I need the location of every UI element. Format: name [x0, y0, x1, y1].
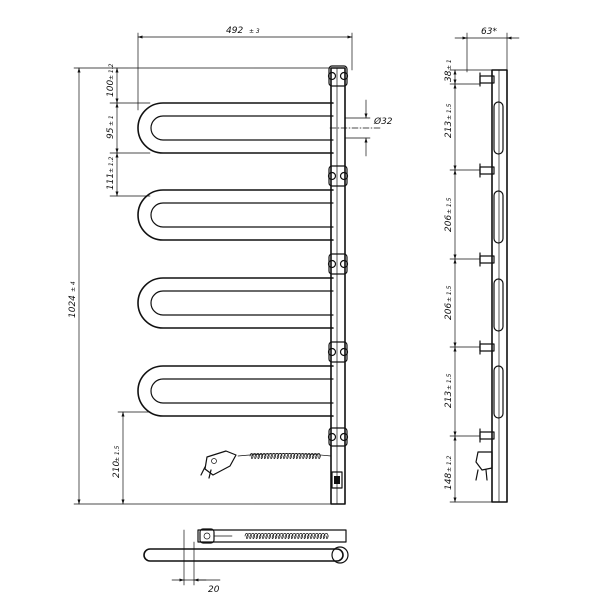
top-rail: [143, 548, 344, 562]
dim-213a-value: 213: [444, 121, 454, 138]
dim-206b-tol: ± 1.5: [446, 285, 453, 302]
dim-diameter-value: Ø32: [373, 116, 393, 127]
dim-100-tol: ± 1.2: [108, 63, 115, 80]
u-loop-4: [137, 365, 334, 417]
side-mount-2: [479, 163, 495, 178]
dim-width-492: 492 ± 3: [137, 26, 353, 111]
dim-offset-value: 20: [208, 585, 220, 595]
dim-height-tol: ± 4: [70, 281, 77, 292]
side-mount-3: [479, 252, 495, 267]
dim-206a-tol: ± 1.5: [446, 197, 453, 214]
dim-111-value: 111: [106, 173, 116, 190]
side-mount-4: [479, 340, 495, 355]
mounting-bracket-4: [327, 341, 349, 363]
side-slot-1: [493, 101, 504, 155]
u-loop-2: [137, 189, 334, 241]
dim-111-tol: ± 1.2: [108, 156, 115, 173]
dim-width-value: 492: [226, 26, 243, 36]
power-cord: [237, 453, 332, 459]
dim-210-value: 210: [112, 461, 122, 478]
side-body: [491, 69, 508, 503]
dim-width-tol: ± 3: [249, 28, 260, 35]
front-view: 492 ± 3 1024 ± 4 100 ± 1.2 95 ± 1 111 ± …: [68, 26, 393, 505]
dim-148-value: 148: [444, 473, 454, 490]
dim-height-value: 1024: [68, 295, 78, 318]
dim-148-tol: ± 1.2: [446, 455, 453, 472]
u-loop-1: [137, 102, 334, 154]
dim-95-tol: ± 1: [108, 115, 115, 126]
power-plug: [200, 450, 237, 479]
dim-depth-63: 63*: [454, 27, 520, 73]
dim-chain-side: 38 ± 1 213 ± 1.5 206 ± 1.5 206 ± 1.5 213…: [444, 59, 493, 503]
side-slot-2: [493, 190, 504, 244]
dim-chain-left: 100 ± 1.2 95 ± 1 111 ± 1.2: [106, 63, 151, 197]
u-loop-3: [137, 277, 334, 329]
top-endcap: [331, 546, 349, 564]
top-view: 20: [143, 528, 349, 595]
mounting-bracket-1: [327, 65, 349, 87]
dim-38-tol: ± 1: [446, 59, 453, 70]
side-slot-3: [493, 278, 504, 332]
dim-diameter: Ø32: [344, 99, 393, 157]
dim-95-value: 95: [106, 127, 116, 139]
dim-206a-value: 206: [444, 215, 454, 232]
dim-38-value: 38: [444, 70, 454, 82]
dim-206b-value: 206: [444, 303, 454, 320]
side-plug: [475, 451, 493, 481]
side-mount-5: [479, 428, 495, 443]
side-slot-4: [493, 365, 504, 419]
thermostat-box: [331, 471, 343, 489]
top-plate: [197, 529, 347, 543]
mounting-bracket-2: [327, 165, 349, 187]
dim-213a-tol: ± 1.5: [446, 103, 453, 120]
dim-213b-value: 213: [444, 391, 454, 408]
dim-depth-value: 63*: [481, 27, 497, 37]
side-view: 63* 38 ± 1 213 ± 1.5 206 ± 1.5 206 ± 1.5: [444, 27, 520, 503]
top-plug: [199, 528, 233, 544]
dim-offset-20: 20: [171, 529, 221, 595]
dim-213b-tol: ± 1.5: [446, 373, 453, 390]
dim-100-value: 100: [106, 80, 116, 97]
mounting-bracket-5: [327, 427, 349, 447]
vertical-bar: [330, 67, 346, 505]
dim-210-tol: ± 1.5: [114, 445, 121, 462]
mounting-bracket-3: [327, 253, 349, 275]
dim-bottom-210: 210 ± 1.5: [112, 411, 151, 505]
